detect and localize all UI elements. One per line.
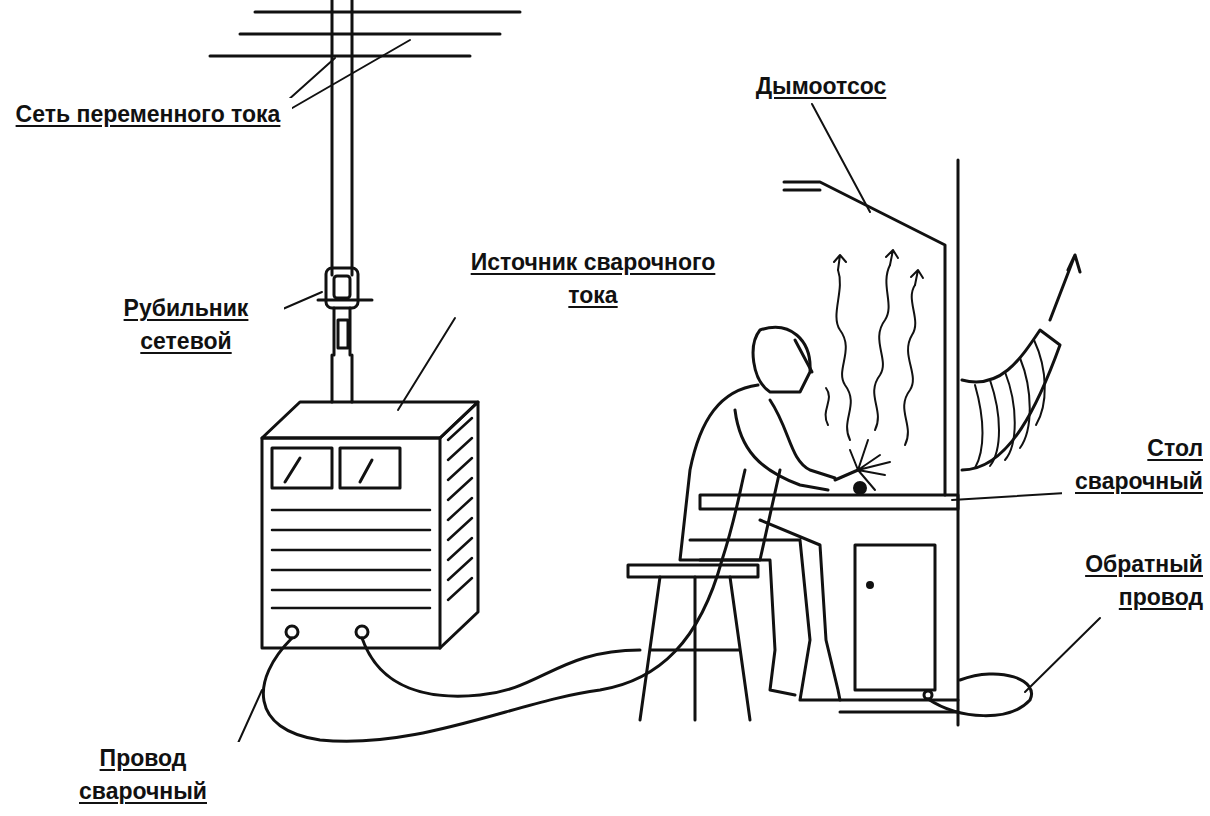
table-label: Стол сварочный xyxy=(1062,432,1206,499)
welding-wire-label: Провод сварочный xyxy=(40,742,246,809)
return-wire-label: Обратный провод xyxy=(1042,548,1206,615)
extractor-label: Дымоотсос xyxy=(730,70,912,103)
switch-label: Рубильник сетевой xyxy=(88,292,284,359)
mains-label: Сеть переменного тока xyxy=(4,98,292,131)
source-label: Источник сварочного тока xyxy=(450,246,736,313)
